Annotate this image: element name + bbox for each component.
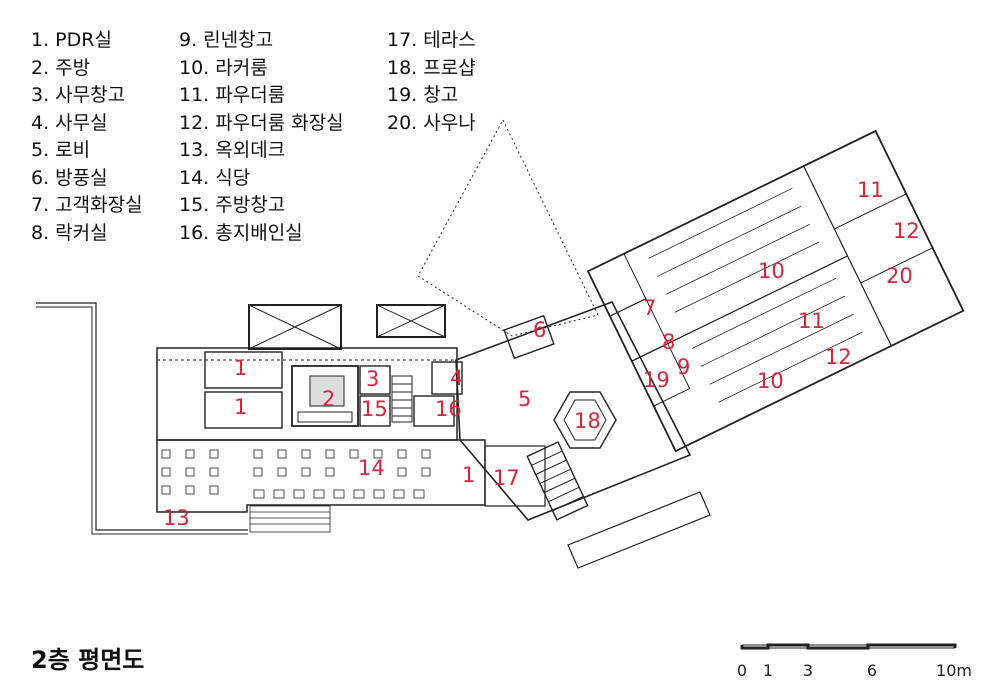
east-wing — [586, 129, 965, 453]
dining-outline — [156, 439, 486, 513]
legend-item: 10. 라커룸 — [179, 56, 268, 79]
page-title: 2층 평면도 — [31, 646, 145, 674]
room-label: 12 — [825, 345, 852, 369]
scale-bar — [740, 643, 957, 650]
scale-tick-label: 0 — [737, 661, 747, 680]
roof-unit — [248, 304, 342, 350]
legend-item: 8. 락커실 — [31, 221, 108, 244]
vestibule-room — [503, 314, 555, 360]
room-labels: 1 1 2 3 4 5 6 7 8 9 10 10 11 11 12 12 13… — [163, 178, 920, 530]
legend-column-2: 9. 린넨창고 10. 라커룸 11. 파우더룸 12. 파우더룸 화장실 13… — [179, 27, 344, 247]
pdr-room — [204, 351, 283, 389]
dining-tables — [161, 449, 431, 499]
room-label: 5 — [518, 387, 531, 411]
legend-item: 17. 테라스 — [387, 29, 476, 51]
legend-item: 12. 파우더룸 화장실 — [179, 111, 344, 134]
room-label: 10 — [757, 369, 784, 393]
room-label: 14 — [358, 456, 385, 480]
office-storage-room — [359, 365, 391, 395]
room-label: 18 — [574, 409, 601, 433]
pro-shop-outline — [553, 391, 617, 449]
room-label: 1 — [234, 395, 247, 419]
deck-outline-inner — [36, 306, 248, 535]
room-label: 11 — [857, 178, 884, 202]
legend-item: 7. 고객화장실 — [31, 194, 143, 216]
room-label: 8 — [662, 330, 675, 354]
scale-tick-label: 10m — [936, 661, 972, 680]
deck-outline — [36, 302, 248, 531]
office-room — [431, 361, 463, 395]
roof-unit — [376, 304, 446, 338]
legend-item: 9. 린넨창고 — [179, 29, 274, 51]
pdr-room — [204, 391, 283, 429]
terrace — [484, 445, 546, 507]
scale-tick-label: 6 — [867, 661, 877, 680]
room-label: 12 — [893, 219, 920, 243]
room-label: 10 — [758, 259, 785, 283]
south-terrace — [567, 491, 711, 569]
kitchen-room — [291, 365, 359, 427]
room-label: 15 — [361, 397, 388, 421]
room-label: 6 — [533, 318, 546, 342]
room-label: 13 — [163, 506, 190, 530]
legend-item: 6. 방풍실 — [31, 166, 108, 189]
room-label: 9 — [677, 355, 690, 379]
legend-item: 1. PDR실 — [31, 29, 112, 51]
legend-item: 2. 주방 — [31, 56, 91, 79]
legend-item: 16. 총지배인실 — [179, 221, 303, 244]
legend-item: 11. 파우더룸 — [179, 84, 286, 106]
room-label: 3 — [366, 367, 379, 391]
room-label: 16 — [435, 397, 462, 421]
canopy-outline — [417, 118, 599, 337]
legend-item: 4. 사무실 — [31, 111, 108, 134]
scale-tick-label: 1 — [763, 661, 773, 680]
room-label: 1 — [462, 463, 475, 487]
legend-column-3: 17. 테라스 18. 프로샵 19. 창고 20. 사우나 — [387, 27, 476, 137]
scale-tick-label: 3 — [803, 661, 813, 680]
legend-item: 3. 사무창고 — [31, 84, 126, 106]
room-label: 2 — [322, 387, 335, 411]
room-label: 7 — [643, 296, 656, 320]
kitchen-equipment — [309, 375, 345, 407]
kitchen-counter — [297, 411, 353, 423]
room-label: 11 — [798, 309, 825, 333]
legend-item: 14. 식당 — [179, 166, 251, 189]
stair — [391, 375, 413, 423]
deck-steps — [249, 505, 331, 533]
legend-item: 18. 프로샵 — [387, 56, 476, 79]
legend-item: 19. 창고 — [387, 84, 459, 106]
room-label: 1 — [234, 356, 247, 380]
room-label: 19 — [643, 368, 670, 392]
legend-item: 20. 사우나 — [387, 111, 476, 134]
grand-stair — [526, 441, 589, 521]
room-label: 17 — [493, 466, 520, 490]
kitchen-storage-room — [359, 395, 391, 427]
legend-column-1: 1. PDR실 2. 주방 3. 사무창고 4. 사무실 5. 로비 6. 방풍… — [31, 27, 143, 247]
room-label: 20 — [886, 264, 913, 288]
gm-office-room — [413, 395, 455, 427]
legend-item: 15. 주방창고 — [179, 194, 286, 216]
legend-item: 13. 옥외데크 — [179, 139, 286, 161]
room-label: 4 — [450, 366, 463, 390]
lobby-outline — [455, 301, 692, 521]
legend-item: 5. 로비 — [31, 139, 91, 161]
pro-shop-inner — [563, 399, 607, 441]
